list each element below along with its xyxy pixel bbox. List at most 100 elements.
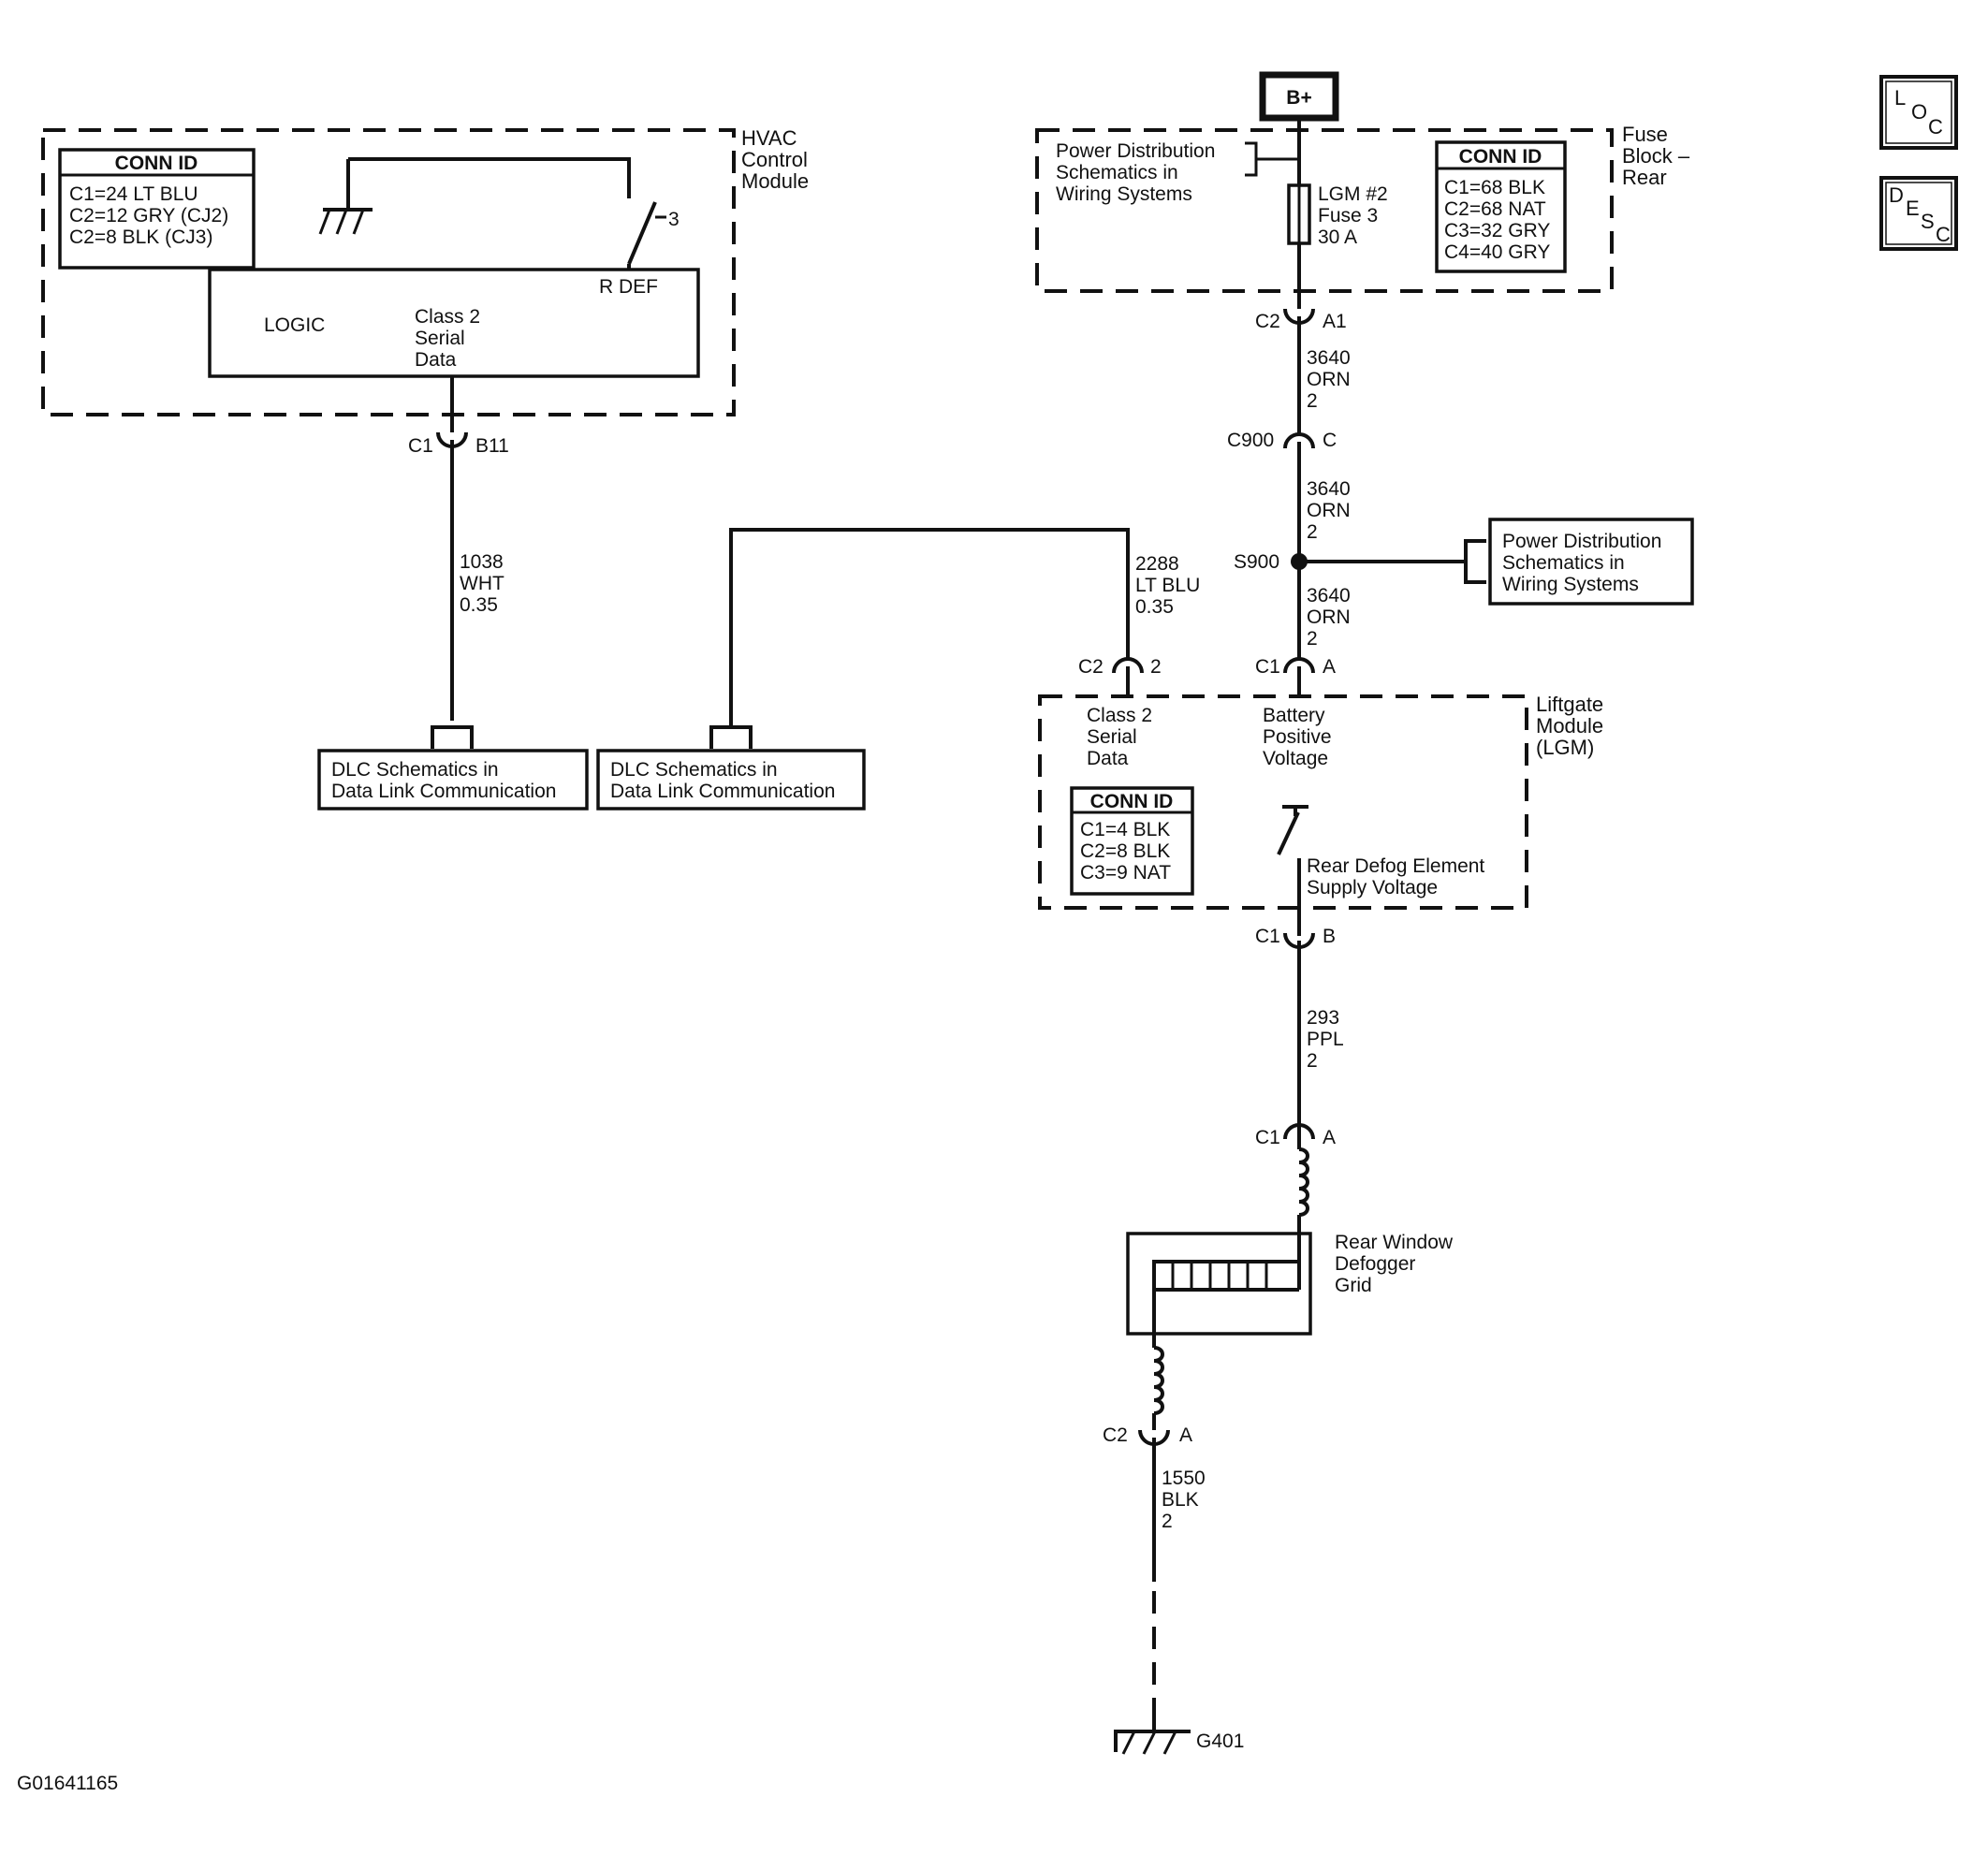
hvac-conn-id-row: C1=24 LT BLU bbox=[69, 183, 198, 205]
svg-text:Module: Module bbox=[1536, 714, 1603, 738]
svg-text:Wiring Systems: Wiring Systems bbox=[1056, 183, 1192, 205]
svg-text:C: C bbox=[1928, 115, 1943, 139]
svg-text:DLC Schematics in: DLC Schematics in bbox=[331, 759, 499, 781]
connector-pin: B11 bbox=[475, 435, 509, 457]
grid-lead-coil-bottom bbox=[1152, 1346, 1164, 1430]
svg-text:C1=4 BLK: C1=4 BLK bbox=[1080, 819, 1170, 840]
svg-text:C4=40 GRY: C4=40 GRY bbox=[1444, 241, 1550, 263]
svg-text:CONN ID: CONN ID bbox=[1090, 791, 1174, 812]
svg-text:Data Link Communication: Data Link Communication bbox=[610, 781, 835, 802]
svg-text:BLK: BLK bbox=[1162, 1489, 1199, 1511]
svg-text:PPL: PPL bbox=[1307, 1029, 1344, 1050]
hvac-title-2: Control bbox=[741, 148, 808, 171]
ground-g401: G401 bbox=[1114, 1730, 1244, 1755]
svg-text:Rear Window: Rear Window bbox=[1335, 1232, 1454, 1253]
wire-2288 bbox=[729, 528, 1130, 727]
hvac-conn-id-box: CONN ID C1=24 LT BLU C2=12 GRY (CJ2) C2=… bbox=[58, 148, 256, 270]
wire-3640-label: 3640 ORN 2 bbox=[1307, 478, 1351, 543]
hvac-title-3: Module bbox=[741, 169, 809, 193]
svg-text:0.35: 0.35 bbox=[1135, 596, 1174, 618]
svg-text:Rear: Rear bbox=[1622, 166, 1667, 189]
svg-text:Schematics in: Schematics in bbox=[1502, 552, 1625, 574]
loc-button[interactable]: L O C bbox=[1879, 75, 1958, 150]
hvac-c1-b11-connector: C1 B11 bbox=[408, 376, 509, 721]
svg-text:O: O bbox=[1911, 100, 1927, 124]
svg-text:C2: C2 bbox=[1103, 1424, 1128, 1446]
svg-text:D: D bbox=[1889, 183, 1904, 207]
svg-text:Battery: Battery bbox=[1263, 705, 1325, 726]
svg-text:Data: Data bbox=[1087, 748, 1129, 769]
desc-button[interactable]: D E S C bbox=[1879, 176, 1958, 251]
svg-text:ORN: ORN bbox=[1307, 606, 1351, 628]
svg-text:LGM #2: LGM #2 bbox=[1318, 183, 1388, 205]
svg-text:A: A bbox=[1179, 1424, 1192, 1446]
svg-text:Fuse: Fuse bbox=[1622, 123, 1668, 146]
svg-text:0.35: 0.35 bbox=[460, 594, 498, 616]
svg-text:30 A: 30 A bbox=[1318, 226, 1357, 248]
lgm-c1-a-connector: C1 A bbox=[1255, 656, 1336, 696]
svg-text:Power Distribution: Power Distribution bbox=[1056, 140, 1215, 162]
hvac-conn-id-header: CONN ID bbox=[115, 153, 198, 174]
lgm-c2-2-connector: C2 2 bbox=[1078, 656, 1162, 696]
hvac-switch-wire bbox=[348, 157, 631, 198]
svg-text:ORN: ORN bbox=[1307, 500, 1351, 521]
svg-text:S900: S900 bbox=[1234, 551, 1279, 573]
power-distribution-ref-top: Power Distribution Schematics in Wiring … bbox=[1056, 140, 1299, 205]
svg-text:C1=68 BLK: C1=68 BLK bbox=[1444, 177, 1545, 198]
wire-293-label: 293 PPL 2 bbox=[1307, 1007, 1344, 1072]
svg-text:C1: C1 bbox=[1255, 1127, 1280, 1148]
svg-text:Power Distribution: Power Distribution bbox=[1502, 531, 1661, 552]
grid-c2-a-connector: C2 A bbox=[1103, 1424, 1192, 1582]
svg-text:CONN ID: CONN ID bbox=[1459, 146, 1542, 168]
svg-text:A: A bbox=[1323, 1127, 1336, 1148]
svg-text:(LGM): (LGM) bbox=[1536, 736, 1594, 759]
svg-text:Grid: Grid bbox=[1335, 1275, 1372, 1296]
svg-text:1550: 1550 bbox=[1162, 1468, 1206, 1489]
svg-text:1038: 1038 bbox=[460, 551, 504, 573]
svg-text:A1: A1 bbox=[1323, 311, 1347, 332]
dlc-schematics-ref-left: DLC Schematics in Data Link Communicatio… bbox=[317, 725, 589, 811]
fuse-block-conn-id-box: CONN ID C1=68 BLK C2=68 NAT C3=32 GRY C4… bbox=[1435, 140, 1567, 273]
svg-text:LT BLU: LT BLU bbox=[1135, 575, 1200, 596]
svg-text:C2: C2 bbox=[1255, 311, 1280, 332]
hvac-title-1: HVAC bbox=[741, 126, 797, 150]
svg-text:Serial: Serial bbox=[1087, 726, 1137, 748]
svg-text:Schematics in: Schematics in bbox=[1056, 162, 1178, 183]
svg-text:S: S bbox=[1921, 210, 1935, 233]
dlc-schematics-ref-right: DLC Schematics in Data Link Communicatio… bbox=[596, 725, 866, 811]
svg-text:G401: G401 bbox=[1196, 1731, 1244, 1752]
svg-text:293: 293 bbox=[1307, 1007, 1339, 1029]
svg-text:Liftgate: Liftgate bbox=[1536, 693, 1603, 716]
svg-text:2: 2 bbox=[1150, 656, 1162, 678]
svg-text:C1: C1 bbox=[1255, 926, 1280, 947]
lgm-c1-b-connector: C1 B bbox=[1255, 926, 1336, 1134]
hvac-serial-label: Serial bbox=[415, 328, 465, 349]
svg-text:C3=9 NAT: C3=9 NAT bbox=[1080, 862, 1171, 884]
svg-text:C: C bbox=[1936, 223, 1951, 246]
fuse-lgm2-fuse3: LGM #2 Fuse 3 30 A bbox=[1287, 159, 1388, 309]
wire-3640-label: 3640 ORN 2 bbox=[1307, 347, 1351, 412]
svg-text:2288: 2288 bbox=[1135, 553, 1179, 575]
svg-text:Voltage: Voltage bbox=[1263, 748, 1328, 769]
hvac-serial-label: Class 2 bbox=[415, 306, 480, 328]
svg-text:3640: 3640 bbox=[1307, 478, 1351, 500]
figure-id: G01641165 bbox=[17, 1773, 118, 1794]
hvac-ground-symbol bbox=[318, 159, 373, 235]
connector-name: C1 bbox=[408, 435, 433, 457]
lgm-conn-id-box: CONN ID C1=4 BLK C2=8 BLK C3=9 NAT bbox=[1070, 786, 1194, 896]
svg-text:Defogger: Defogger bbox=[1335, 1253, 1415, 1275]
power-distribution-ref-right: Power Distribution Schematics in Wiring … bbox=[1488, 518, 1694, 606]
svg-text:ORN: ORN bbox=[1307, 369, 1351, 390]
hvac-conn-id-row: C2=12 GRY (CJ2) bbox=[69, 205, 228, 226]
wire-1550-label: 1550 BLK 2 bbox=[1162, 1468, 1206, 1532]
logic-label: LOGIC bbox=[264, 314, 325, 336]
rear-defog-switch: 3 bbox=[627, 201, 680, 270]
s900-splice: S900 bbox=[1234, 539, 1486, 584]
svg-text:2: 2 bbox=[1307, 390, 1318, 412]
svg-text:E: E bbox=[1906, 197, 1920, 220]
svg-text:2: 2 bbox=[1162, 1511, 1173, 1532]
svg-text:Fuse 3: Fuse 3 bbox=[1318, 205, 1378, 226]
wire-3640-label: 3640 ORN 2 bbox=[1307, 585, 1351, 650]
wire-1038-label: 1038 WHT 0.35 bbox=[460, 551, 504, 616]
